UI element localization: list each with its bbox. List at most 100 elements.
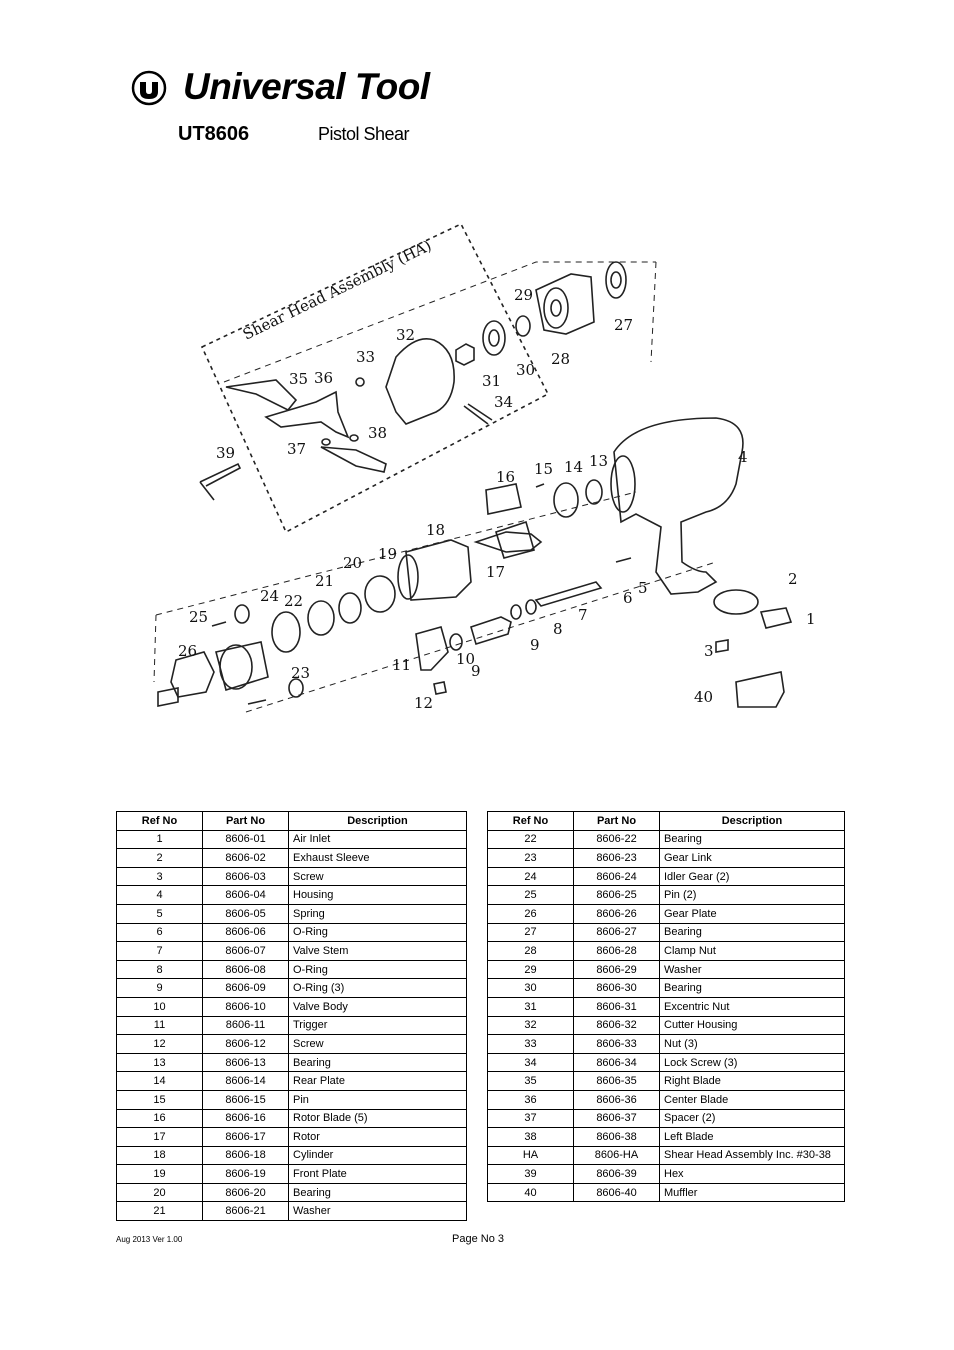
part-no-cell: 8606-27 — [573, 922, 660, 943]
version-footer: Aug 2013 Ver 1.00 — [116, 1235, 183, 1244]
description-cell: O-Ring (3) — [288, 978, 467, 998]
callout-number: 16 — [496, 468, 515, 486]
product-name: Pistol Shear — [318, 124, 410, 144]
ref-no-cell: 13 — [116, 1052, 203, 1073]
part-no-cell: 8606-17 — [202, 1127, 289, 1147]
ref-no-cell: 24 — [487, 866, 574, 887]
ref-no-cell: 32 — [487, 1015, 574, 1036]
callout-number: 33 — [356, 348, 375, 366]
description-cell: Trigger — [288, 1015, 467, 1036]
ref-no-cell: 14 — [116, 1071, 203, 1091]
callout-number: 29 — [514, 286, 533, 304]
callout-labels: 1234567899101112131415161718192021222324… — [178, 286, 816, 712]
description-cell: Housing — [288, 885, 467, 905]
ref-no-cell: 31 — [487, 996, 574, 1017]
ref-no-cell: 26 — [487, 903, 574, 924]
part-no-cell: 8606-16 — [202, 1108, 289, 1129]
part-no-cell: 8606-19 — [202, 1164, 289, 1184]
ref-no-cell: 12 — [116, 1034, 203, 1054]
callout-number: 9 — [530, 636, 540, 654]
ref-no-cell: 30 — [487, 978, 574, 998]
part-no-cell: 8606-20 — [202, 1182, 289, 1203]
callout-number: 15 — [534, 460, 553, 478]
part-no-cell: 8606-24 — [573, 866, 660, 887]
ref-no-cell: 10 — [116, 996, 203, 1017]
part-no-header: Part No — [573, 811, 660, 831]
ref-no-header: Ref No — [487, 811, 574, 831]
callout-number: 10 — [456, 650, 475, 668]
part-no-cell: 8606-32 — [573, 1015, 660, 1036]
ref-no-cell: 9 — [116, 978, 203, 998]
part-no-cell: 8606-26 — [573, 903, 660, 924]
part-no-cell: 8606-34 — [573, 1052, 660, 1073]
callout-number: 2 — [788, 570, 798, 588]
description-cell: Screw — [288, 1034, 467, 1054]
ref-no-header: Ref No — [116, 811, 203, 831]
description-cell: Excentric Nut — [659, 996, 845, 1017]
callout-number: 39 — [216, 444, 235, 462]
part-no-cell: 8606-09 — [202, 978, 289, 998]
callout-number: 27 — [614, 316, 633, 334]
description-cell: Bearing — [659, 922, 845, 943]
description-cell: Pin (2) — [659, 885, 845, 905]
part-no-cell: 8606-03 — [202, 866, 289, 887]
description-cell: Valve Body — [288, 996, 467, 1017]
description-cell: Idler Gear (2) — [659, 866, 845, 887]
ref-no-cell: 16 — [116, 1108, 203, 1129]
description-cell: Muffler — [659, 1182, 845, 1203]
part-no-cell: 8606-11 — [202, 1015, 289, 1036]
part-no-cell: 8606-18 — [202, 1145, 289, 1166]
part-no-cell: 8606-13 — [202, 1052, 289, 1073]
part-no-cell: 8606-08 — [202, 959, 289, 980]
ref-no-cell: 35 — [487, 1071, 574, 1091]
callout-number: 30 — [516, 361, 535, 379]
callout-number: 14 — [564, 458, 583, 476]
part-no-cell: 8606-15 — [202, 1089, 289, 1110]
description-cell: Right Blade — [659, 1071, 845, 1091]
callout-number: 25 — [189, 608, 208, 626]
part-no-cell: 8606-10 — [202, 996, 289, 1017]
description-cell: Lock Screw (3) — [659, 1052, 845, 1073]
callout-number: 37 — [287, 440, 306, 458]
callout-number: 3 — [704, 642, 714, 660]
callout-number: 36 — [314, 369, 333, 387]
description-cell: Nut (3) — [659, 1034, 845, 1054]
part-no-cell: 8606-HA — [573, 1145, 660, 1166]
ref-no-cell: 5 — [116, 903, 203, 924]
description-cell: Washer — [659, 959, 845, 980]
part-no-cell: 8606-28 — [573, 941, 660, 961]
description-cell: O-Ring — [288, 959, 467, 980]
shear-head-assembly-boundary — [200, 222, 550, 534]
callout-number: 34 — [494, 393, 513, 411]
callout-number: 17 — [486, 563, 505, 581]
description-header: Description — [659, 811, 845, 831]
callout-number: 24 — [260, 587, 279, 605]
ref-no-cell: 34 — [487, 1052, 574, 1073]
part-no-cell: 8606-14 — [202, 1071, 289, 1091]
ref-no-cell: 29 — [487, 959, 574, 980]
description-cell: Pin — [288, 1089, 467, 1110]
